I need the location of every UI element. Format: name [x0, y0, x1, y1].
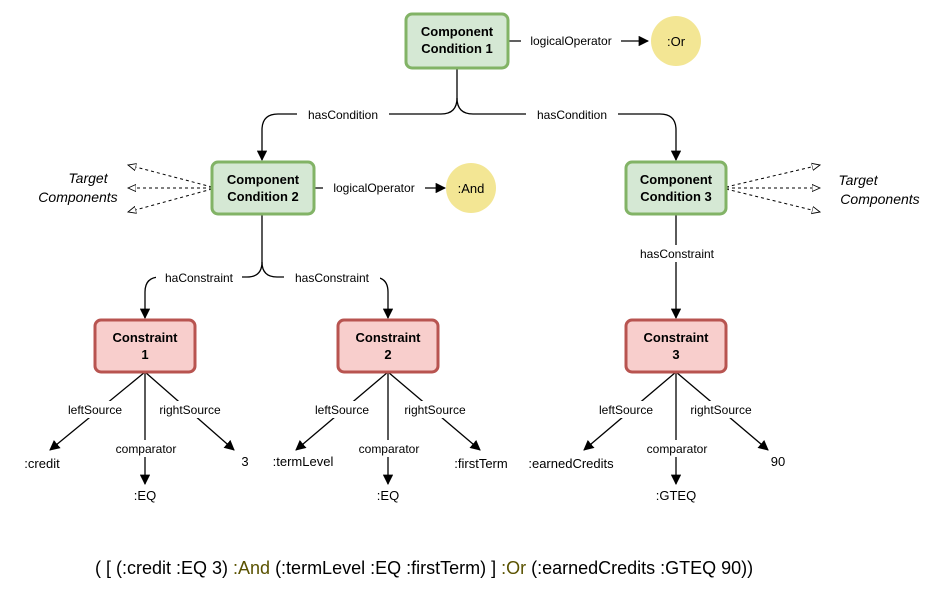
edge-target-right-3	[725, 188, 820, 212]
edge-target-left-1	[128, 165, 213, 188]
edge-target-right-1	[725, 165, 820, 188]
target-components-left-line2: Components	[38, 189, 117, 205]
edge-label-c3-left: leftSource	[599, 403, 653, 417]
leaf-c3-right-90: 90	[771, 454, 785, 469]
edge-label-has-constraint-3: hasConstraint	[640, 247, 715, 261]
node-component-condition-3[interactable]: Component Condition 3	[624, 160, 728, 216]
node-c3-line2: 3	[672, 347, 679, 362]
target-components-right-line2: Components	[840, 191, 919, 207]
node-constraint-2[interactable]: Constraint 2	[336, 318, 440, 374]
edge-label-c1-mid: comparator	[116, 442, 177, 456]
leaf-c2-right-first-term: :firstTerm	[454, 456, 507, 471]
edge-label-c3-right: rightSource	[690, 403, 752, 417]
leaf-c1-right-3: 3	[241, 454, 248, 469]
formula-part-3: (:earnedCredits :GTEQ 90))	[526, 558, 754, 578]
edge-target-left-3	[128, 188, 213, 212]
target-components-right-line1: Target	[838, 172, 878, 188]
node-c2-line1: Constraint	[356, 330, 422, 345]
formula-operator-or: :Or	[490, 545, 537, 591]
edge-label-c1-left: leftSource	[68, 403, 122, 417]
edge-label-c2-right: rightSource	[404, 403, 466, 417]
edge-label-has-condition-right: hasCondition	[537, 108, 607, 122]
edge-label-logical-operator-1: logicalOperator	[530, 34, 611, 48]
node-operator-and[interactable]: :And	[446, 163, 496, 213]
node-cc3-line2: Condition 3	[640, 189, 712, 204]
edge-label-has-constraint-2: hasConstraint	[295, 271, 370, 285]
edge-label-logical-operator-2: logicalOperator	[333, 181, 414, 195]
formula-part-1: ( [ (:credit :EQ 3)	[95, 558, 234, 578]
node-c3-line1: Constraint	[644, 330, 710, 345]
node-operator-or-label: :Or	[667, 34, 686, 49]
node-cc1-line2: Condition 1	[421, 41, 493, 56]
edge-has-condition-right	[456, 97, 682, 162]
node-cc2-line2: Condition 2	[227, 189, 299, 204]
edge-label-c3-mid: comparator	[647, 442, 708, 456]
target-components-left-line1: Target	[68, 170, 108, 186]
edge-label-c2-mid: comparator	[359, 442, 420, 456]
node-operator-or[interactable]: :Or	[651, 16, 701, 66]
node-constraint-1[interactable]: Constraint 1	[93, 318, 197, 374]
edge-ha-constraint	[139, 214, 263, 320]
node-c1-line2: 1	[141, 347, 148, 362]
leaf-c3-mid-gteq: :GTEQ	[656, 488, 696, 503]
node-c1-line1: Constraint	[113, 330, 179, 345]
node-operator-and-label: :And	[458, 181, 485, 196]
node-component-condition-1[interactable]: Component Condition 1	[404, 12, 510, 70]
leaf-c1-left-credit: :credit	[24, 456, 60, 471]
formula-text: ( [ (:credit :EQ 3) :And (:termLevel :EQ…	[95, 545, 754, 591]
node-constraint-3[interactable]: Constraint 3	[624, 318, 728, 374]
node-cc3-line1: Component	[640, 172, 713, 187]
node-c2-line2: 2	[384, 347, 391, 362]
node-cc2-line1: Component	[227, 172, 300, 187]
leaf-c1-mid-eq: :EQ	[134, 488, 156, 503]
formula-expression: ( [ (:credit :EQ 3) :And (:termLevel :EQ…	[0, 545, 945, 591]
leaf-c2-left-term-level: :termLevel	[273, 454, 334, 469]
edge-label-c1-right: rightSource	[159, 403, 221, 417]
edge-label-has-condition-left: hasCondition	[308, 108, 378, 122]
node-cc1-line1: Component	[421, 24, 494, 39]
leaf-c3-left-earned-credits: :earnedCredits	[528, 456, 614, 471]
edge-label-ha-constraint: haConstraint	[165, 271, 234, 285]
formula-operator-and: :And	[228, 545, 275, 591]
formula-part-2: (:termLevel :EQ :firstTerm) ]	[270, 558, 502, 578]
edge-label-c2-left: leftSource	[315, 403, 369, 417]
node-component-condition-2[interactable]: Component Condition 2	[210, 160, 316, 216]
leaf-c2-mid-eq: :EQ	[377, 488, 399, 503]
